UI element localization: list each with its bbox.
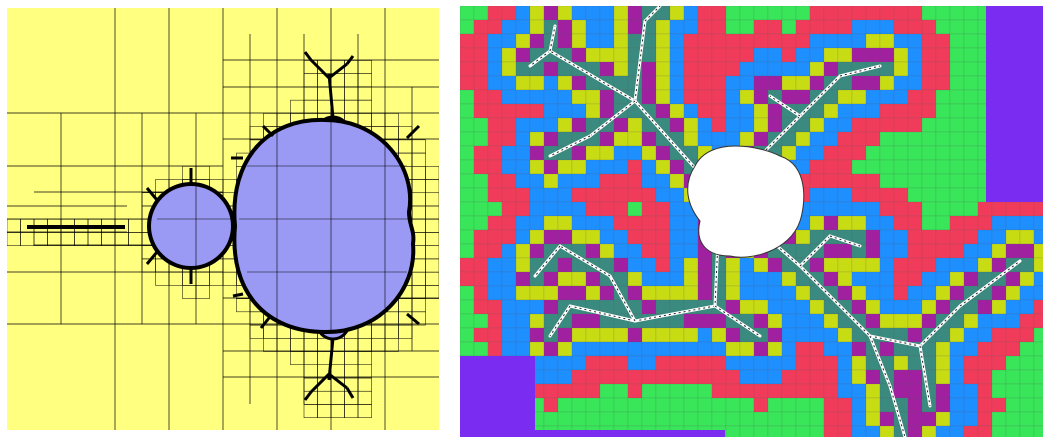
mandelbrot-quadtree-drawing [7, 8, 439, 430]
mandelbrot-quadtree-image [7, 8, 439, 430]
julia-escape-bands-drawing [460, 6, 1043, 437]
julia-escape-bands-image [460, 6, 1043, 437]
